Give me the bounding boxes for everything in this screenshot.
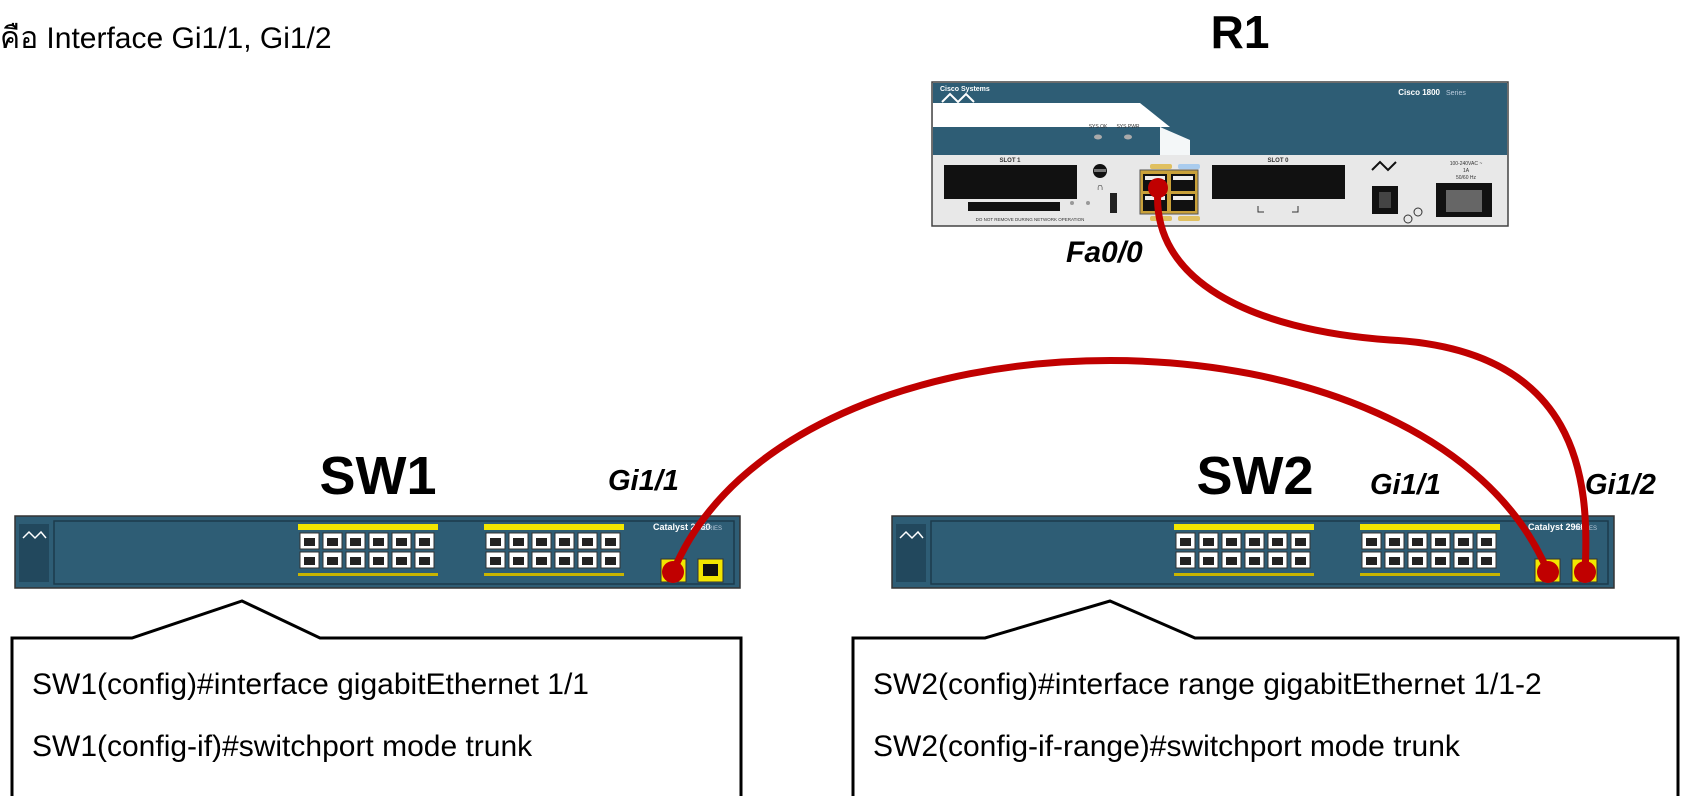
sw2-callout-box (851, 599, 1680, 796)
sw1-chassis: Catalyst 2960 SERIES (14, 515, 741, 589)
sys-pwr-led-icon (1124, 134, 1132, 140)
sw1-command-1: SW1(config)#interface gigabitEthernet 1/… (32, 668, 589, 701)
power-rating: 100-240VAC ~ (1450, 161, 1483, 167)
ground-icon (1403, 214, 1413, 224)
slot1-bay (944, 165, 1077, 199)
sw1-logo-icon (22, 530, 47, 540)
cisco-logo-icon (941, 92, 975, 104)
power-amps: 1A (1463, 168, 1470, 174)
power-hz: 50/60 Hz (1456, 175, 1477, 181)
sw2-name: SW2 (1196, 446, 1313, 506)
sw2-port2-label: Gi1/2 (1585, 469, 1656, 501)
port-bank (1360, 524, 1500, 576)
router-port-label: Fa0/0 (1066, 236, 1143, 269)
sw1-name: SW1 (319, 446, 436, 506)
router-model-label: Cisco 1800 (1398, 88, 1440, 97)
header-text: คือ Interface Gi1/1, Gi1/2 (0, 22, 332, 55)
sw1-model: Catalyst 2960 (653, 522, 711, 532)
cable-sw1-sw2 (669, 357, 1552, 576)
port-bank (1174, 524, 1314, 576)
slot1-label: SLOT 1 (999, 158, 1021, 164)
r1-fa00-connector (1148, 178, 1168, 198)
cisco-small-logo-icon (1371, 160, 1397, 172)
sw1-command-2: SW1(config-if)#switchport mode trunk (32, 730, 533, 763)
sys-ok-led-icon (1094, 134, 1102, 140)
port-bank (298, 524, 438, 576)
sw2-model: Catalyst 2960 (1528, 522, 1586, 532)
sys-ok-label: SYS OK (1089, 124, 1108, 130)
sw2-gi12-connector (1574, 561, 1596, 583)
router-name: R1 (1211, 6, 1270, 58)
sw1-callout-box (10, 599, 743, 796)
sw2-command-1: SW2(config)#interface range gigabitEther… (873, 668, 1542, 701)
sw2-logo-icon (899, 530, 924, 540)
usb-port-icon (1110, 193, 1117, 213)
sw2-port1-label: Gi1/1 (1370, 469, 1441, 501)
slot0-label: SLOT 0 (1267, 158, 1289, 164)
router-brand: Cisco Systems (940, 86, 990, 93)
sw2-gi11-connector (1537, 561, 1559, 583)
sw1-model-suffix: SERIES (700, 526, 722, 532)
router-model-suffix: Series (1446, 90, 1466, 97)
sys-pwr-label: SYS PWR (1116, 124, 1139, 130)
sw1-gi11-connector (662, 561, 684, 583)
sw2-command-2: SW2(config-if-range)#switchport mode tru… (873, 730, 1461, 763)
cable-r1-sw2 (1154, 184, 1590, 576)
slot0-bay (1212, 165, 1345, 199)
port-bank (484, 524, 624, 576)
router-chassis: Cisco Systems Cisco 1800 Series SYS OK S… (931, 81, 1509, 227)
sw2-chassis: Catalyst 2960 SERIES (891, 515, 1615, 589)
svg-text:∩: ∩ (1096, 182, 1103, 193)
router-warning: DO NOT REMOVE DURING NETWORK OPERATION (976, 217, 1085, 222)
sw1-port-label: Gi1/1 (608, 465, 679, 497)
